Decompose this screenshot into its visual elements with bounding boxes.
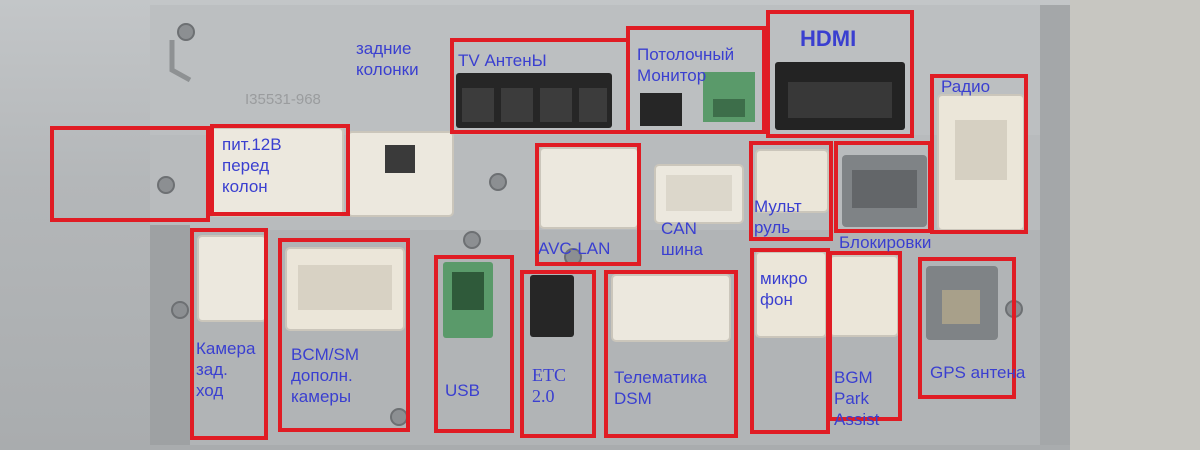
annotation-box-avc-lan xyxy=(535,143,641,266)
tv-antenna-connector xyxy=(456,73,612,128)
annotation-box-steering xyxy=(749,141,833,241)
annotation-box-locks xyxy=(834,141,932,233)
hdmi-port xyxy=(788,82,892,118)
label-steering: Мульт руль xyxy=(754,197,802,237)
usb-port xyxy=(452,272,484,310)
annotation-box-gps xyxy=(918,257,1016,399)
annotation-box-hdmi xyxy=(766,10,914,138)
locks-port xyxy=(852,170,917,208)
label-hdmi: HDMI xyxy=(800,26,857,51)
speaker-connector-latch xyxy=(385,145,415,173)
telematics-connector xyxy=(611,274,731,342)
antenna-port xyxy=(462,88,494,122)
label-can-bus: CAN шина xyxy=(661,219,703,259)
annotation-box-rear-speakers xyxy=(50,126,210,222)
screw xyxy=(157,176,175,194)
annotation-box-radio xyxy=(930,74,1028,234)
screw xyxy=(489,173,507,191)
speaker-connector xyxy=(347,131,454,217)
ceiling-monitor-black-connector xyxy=(640,93,682,126)
label-rear-speakers: задние колонки xyxy=(356,39,419,79)
label-usb: USB xyxy=(445,381,480,400)
annotation-box-rear-camera xyxy=(190,228,268,440)
label-radio: Радио xyxy=(941,77,991,96)
annotation-box-ceiling-monitor xyxy=(626,26,766,134)
stamp-text: I35531-968 xyxy=(245,91,321,108)
label-bcm-sm: BCM/SM дополн. камеры xyxy=(291,345,359,406)
bcm-sm-port xyxy=(298,265,392,310)
chassis-shadow xyxy=(1070,0,1200,450)
label-microphone: микро фон xyxy=(760,269,808,309)
label-tv-antennas: ТV АнтенЫ xyxy=(458,51,547,70)
etc-connector xyxy=(530,275,574,337)
slot-hook xyxy=(169,40,192,83)
label-telematics: Телематика DSM xyxy=(614,368,708,408)
label-bgm: BGM Park Assist xyxy=(834,368,880,429)
screw xyxy=(463,231,481,249)
antenna-port xyxy=(540,88,572,122)
label-avc-lan: AVC-LAN xyxy=(538,239,611,258)
label-power-front: пит.12В перед колон xyxy=(222,135,282,196)
screw xyxy=(177,23,195,41)
radio-port xyxy=(955,120,1007,180)
label-rear-camera: Камера зад. ход xyxy=(196,339,256,400)
annotation-box-etc xyxy=(520,270,596,438)
screw xyxy=(171,301,189,319)
label-gps: GPS антена xyxy=(930,363,1026,382)
gps-port xyxy=(942,290,980,324)
ceiling-monitor-green-port xyxy=(713,99,745,117)
annotation-box-bgm xyxy=(828,251,902,421)
annotation-box-bcm-sm xyxy=(278,238,410,432)
plate-edge-right xyxy=(1040,5,1070,445)
annotation-box-telematics xyxy=(604,270,738,438)
antenna-port xyxy=(501,88,533,122)
label-etc: ETC 2.0 xyxy=(532,365,566,406)
steering-connector xyxy=(755,149,829,213)
antenna-port xyxy=(579,88,607,122)
annotation-box-usb xyxy=(434,255,514,433)
can-port xyxy=(666,175,732,211)
tv-antenna-ports xyxy=(462,88,607,122)
label-ceiling-monitor: Потолочный Монитор xyxy=(637,45,735,85)
left-bracket xyxy=(150,225,190,445)
label-locks: Блокировки xyxy=(839,233,932,252)
annotation-box-power-front xyxy=(210,124,350,216)
